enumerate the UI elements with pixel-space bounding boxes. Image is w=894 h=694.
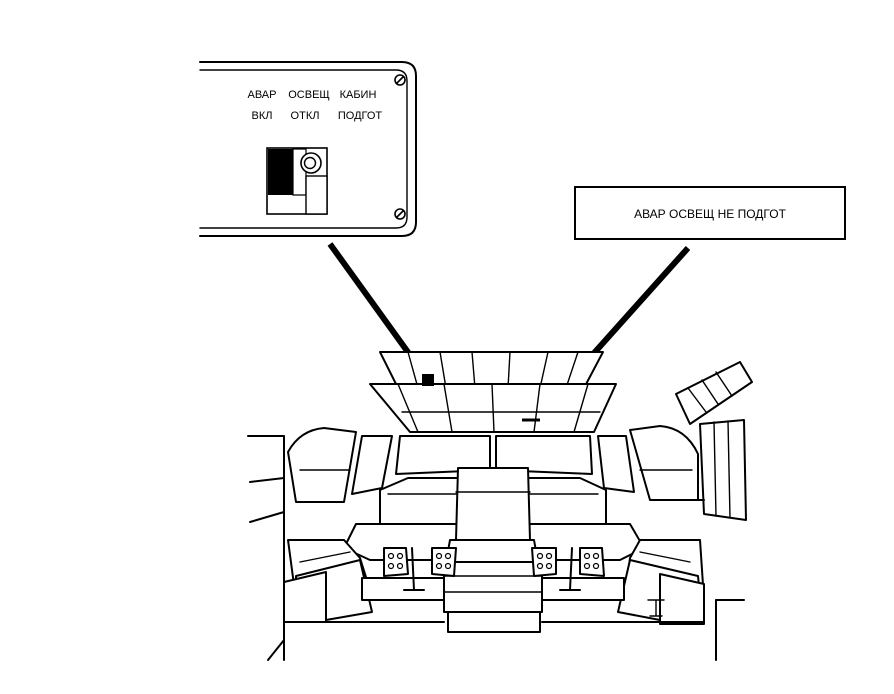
left-console — [283, 539, 445, 623]
screw-top-icon — [394, 74, 406, 86]
emergency-light-switch[interactable] — [266, 147, 328, 215]
cockpit-illustration — [247, 351, 753, 661]
right-console — [541, 539, 705, 625]
panel-label-kabin: КАБИН — [340, 89, 377, 101]
warning-placard: АВАР ОСВЕЩ НЕ ПОДГОТ — [574, 186, 846, 240]
overhead-switch-marker — [422, 374, 434, 386]
windscreen — [287, 425, 699, 503]
placard-text: АВАР ОСВЕЩ НЕ ПОДГОТ — [634, 207, 787, 221]
centre-pedestal — [443, 467, 543, 633]
panel-label-vkl: ВКЛ — [252, 110, 273, 122]
overhead-panel — [369, 351, 617, 433]
switch-panel-callout: АВАР ОСВЕЩ КАБИН ВКЛ ОТКЛ ПОДГОТ — [199, 61, 417, 237]
rudder-pedals-right — [531, 547, 605, 591]
panel-label-podgot: ПОДГОТ — [338, 110, 383, 122]
rudder-pedals-left — [383, 547, 457, 591]
panel-label-avar: АВАР — [248, 89, 277, 101]
screw-bottom-icon — [394, 208, 406, 220]
panel-label-osvesch: ОСВЕЩ — [288, 89, 330, 101]
side-panel-right — [675, 361, 753, 521]
panel-label-otkl: ОТКЛ — [291, 110, 320, 122]
